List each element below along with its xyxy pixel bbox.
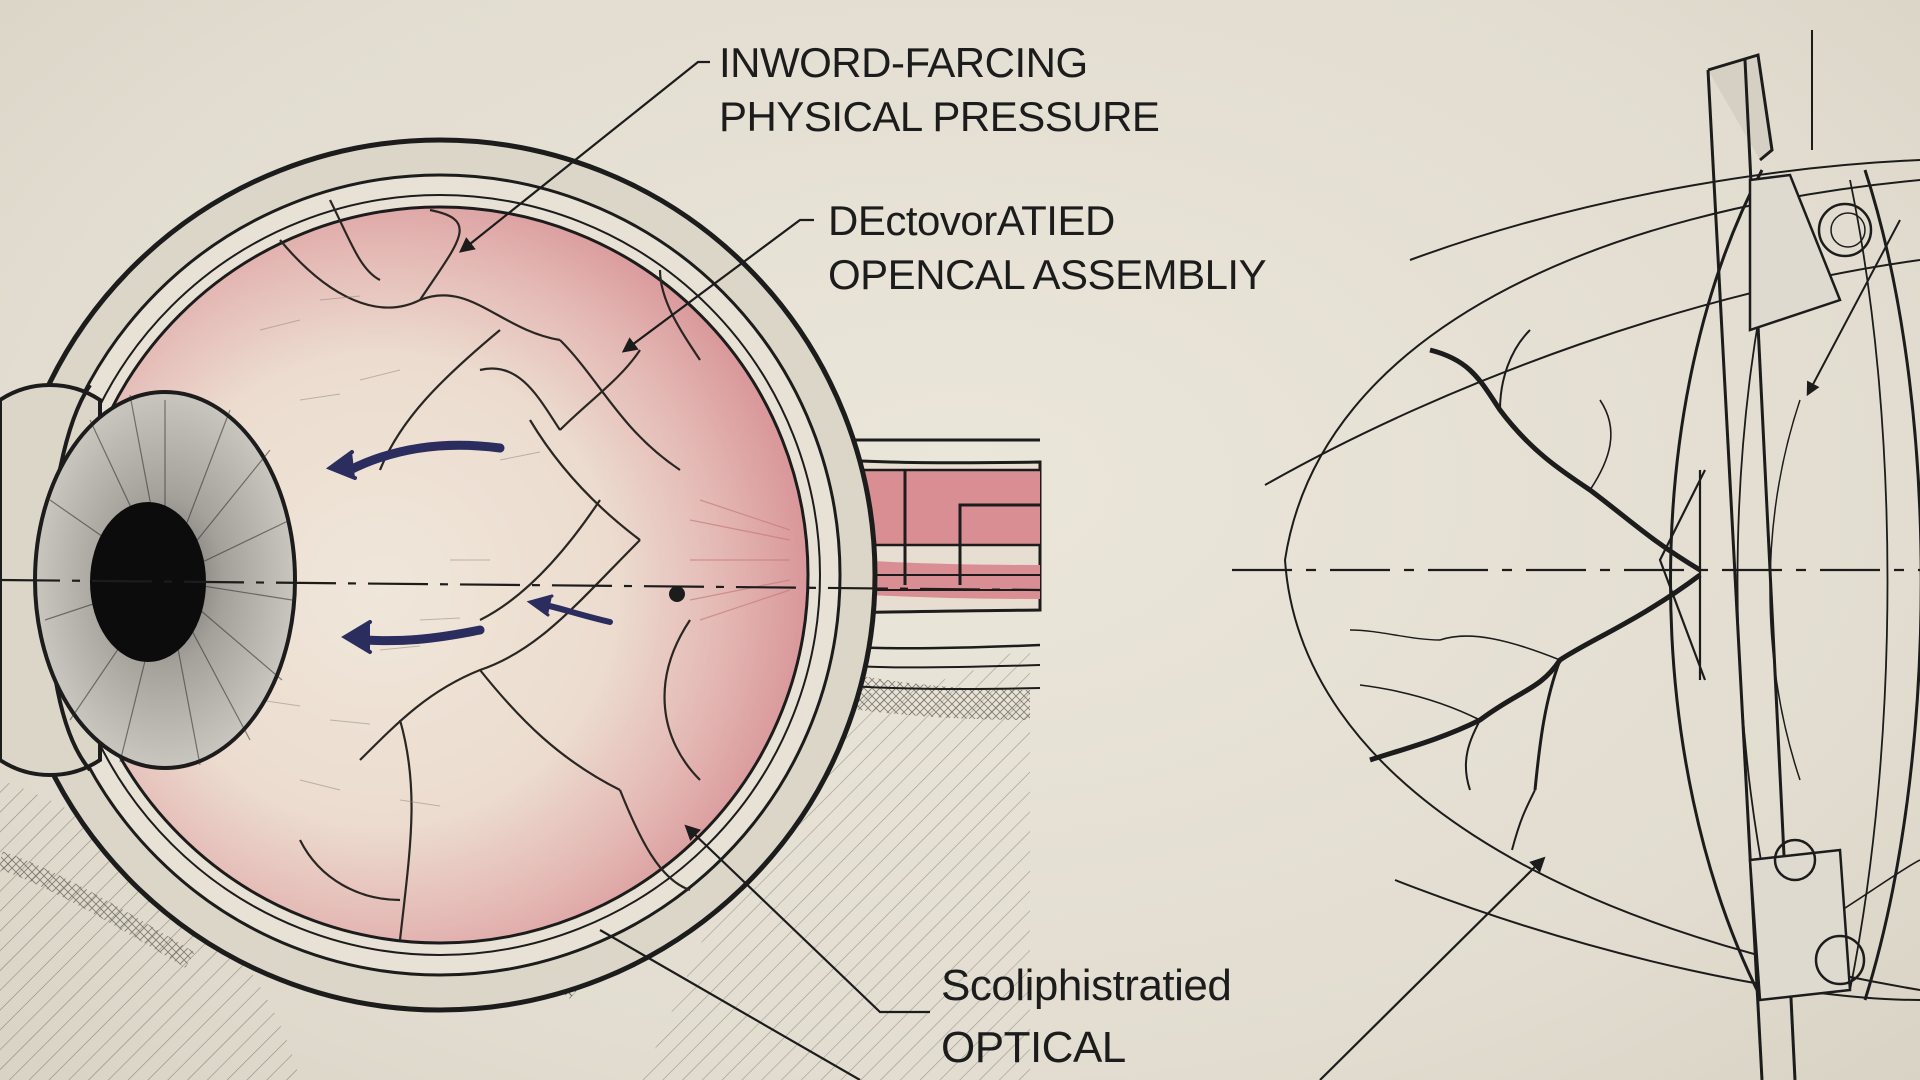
disc-fibres [689, 499, 791, 621]
flow-arrows [325, 440, 613, 654]
label-optical-assembly: DEctovorATIED OPENCAL ASSEMBLIY [828, 194, 1267, 302]
optic-disc-point [669, 586, 685, 602]
label-inward-pressure-line1: INWORD-FARCING [719, 39, 1088, 86]
retinal-veins [279, 199, 701, 941]
label-optical: Scoliphistratied OPTICAL [941, 955, 1232, 1079]
label-optical-assembly-line1: DEctovorATIED [828, 197, 1115, 244]
cornea-and-iris [0, 383, 1041, 777]
label-optical-line2: OPTICAL [941, 1023, 1126, 1072]
label-optical-line1: Scoliphistratied [941, 961, 1232, 1010]
leader-lines [458, 60, 1546, 1080]
fibre-strokes [259, 295, 541, 807]
label-inward-pressure: INWORD-FARCING PHYSICAL PRESSURE [719, 36, 1160, 144]
lens-schematic [1232, 30, 1920, 1080]
label-optical-assembly-line2: OPENCAL ASSEMBLIY [828, 251, 1267, 298]
fracture-lines [1349, 329, 1702, 851]
label-inward-pressure-line2: PHYSICAL PRESSURE [719, 93, 1160, 140]
